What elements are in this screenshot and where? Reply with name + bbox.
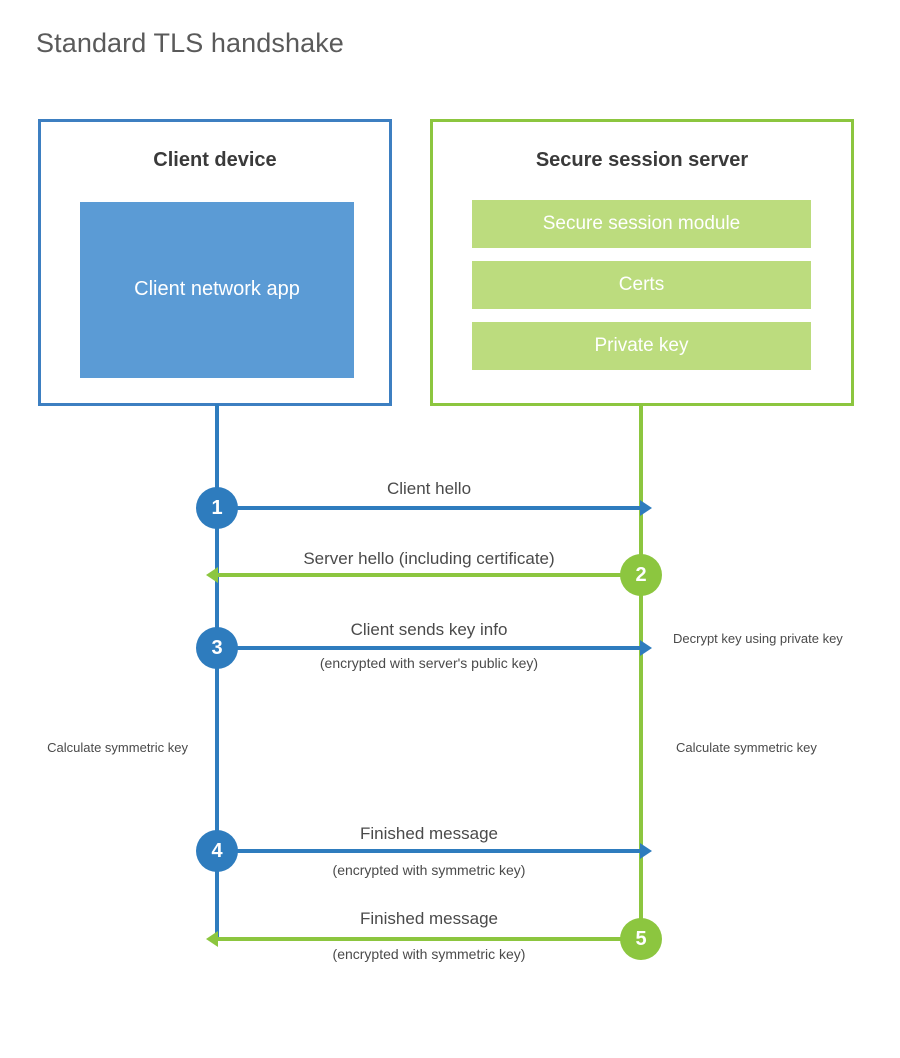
step-5-sublabel: (encrypted with symmetric key) (332, 946, 526, 962)
server-lifeline (639, 404, 643, 941)
step-1-arrow (217, 500, 652, 516)
step-4-arrow (217, 843, 652, 859)
client-lifeline (215, 404, 219, 941)
client-calculate-symmetric-key-annotation: Calculate symmetric key (47, 740, 188, 755)
step-3-sublabel: (encrypted with server's public key) (319, 655, 539, 671)
step-1-label: Client hello (386, 479, 472, 498)
arrow-head-right-icon (640, 843, 652, 859)
arrow-head-right-icon (640, 500, 652, 516)
client-device-title: Client device (153, 149, 277, 171)
arrow-head-right-icon (640, 640, 652, 656)
server-calculate-symmetric-key-annotation: Calculate symmetric key (676, 740, 817, 755)
step-5-label: Finished message (360, 909, 498, 928)
step-3-marker: 3 (196, 627, 238, 669)
arrow-head-left-icon (206, 567, 218, 583)
client-network-app-block: Client network app (80, 202, 354, 378)
secure-session-server-title: Secure session server (535, 149, 749, 171)
step-1-marker: 1 (196, 487, 238, 529)
step-4-label: Finished message (360, 824, 498, 843)
decrypt-key-annotation: Decrypt key using private key (673, 631, 843, 646)
step-3-arrow (217, 640, 652, 656)
certs-block: Certs (472, 261, 811, 309)
step-4-sublabel: (encrypted with symmetric key) (332, 862, 526, 878)
secure-session-module-block: Secure session module (472, 200, 811, 248)
secure-session-server-box: Secure session server Secure session mod… (430, 119, 854, 406)
private-key-block: Private key (472, 322, 811, 370)
step-4-marker: 4 (196, 830, 238, 872)
arrow-head-left-icon (206, 931, 218, 947)
step-3-label: Client sends key info (350, 620, 508, 639)
page-title: Standard TLS handshake (36, 28, 344, 58)
step-5-marker: 5 (620, 918, 662, 960)
step-2-marker: 2 (620, 554, 662, 596)
step-5-arrow (206, 931, 641, 947)
step-2-arrow (206, 567, 641, 583)
client-device-box: Client device Client network app (38, 119, 392, 406)
step-2-label: Server hello (including certificate) (303, 549, 555, 568)
